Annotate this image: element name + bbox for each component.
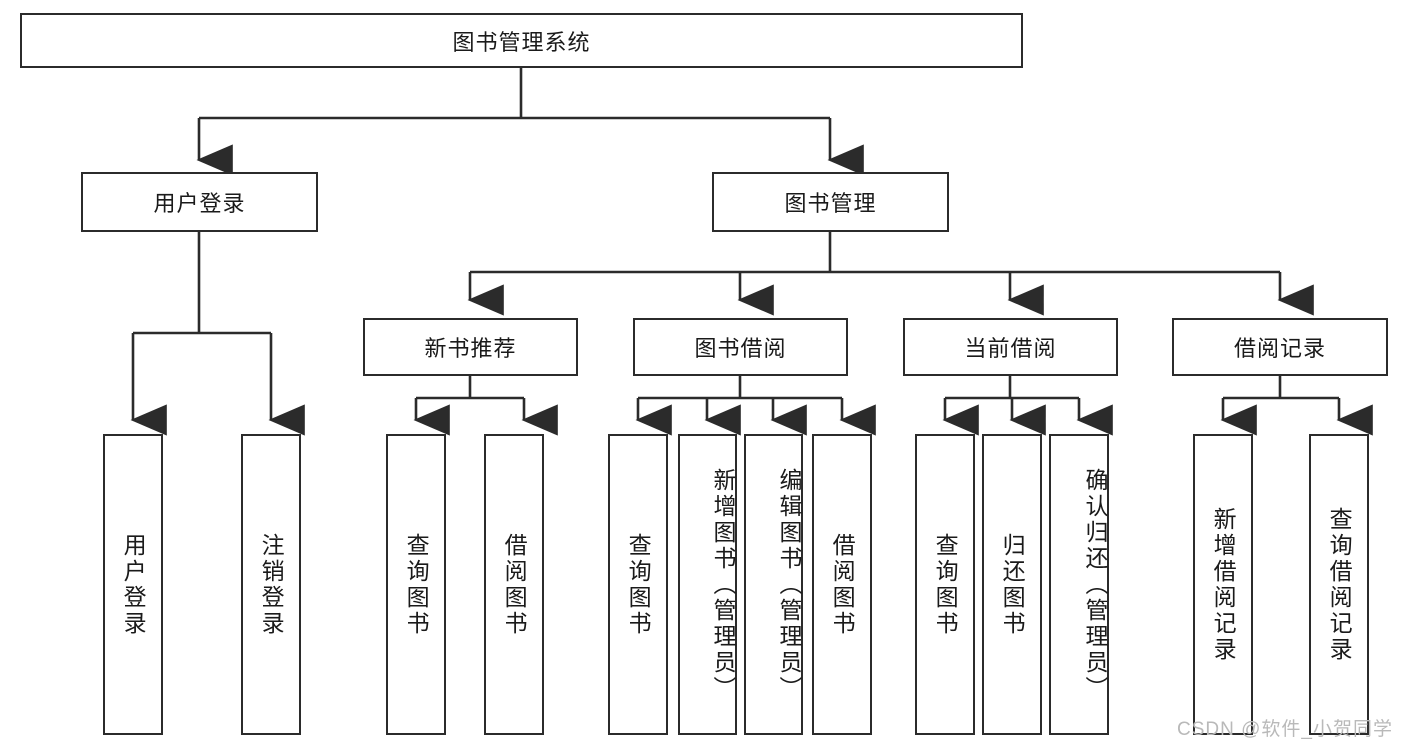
node-book-borrow[interactable]: 图书借阅 [633, 318, 848, 376]
leaf-query-borrow-record-label: 查询借阅记录 [1326, 506, 1353, 663]
leaf-edit-book-admin-label: 编辑图书（管理员） [776, 467, 802, 702]
leaf-logout[interactable]: 注销登录 [241, 434, 301, 735]
node-new-book-recommend[interactable]: 新书推荐 [363, 318, 578, 376]
leaf-logout-label: 注销登录 [258, 532, 285, 637]
node-book-borrow-label: 图书借阅 [694, 336, 787, 361]
leaf-query-book-2-label: 查询图书 [625, 532, 652, 637]
watermark-text: CSDN @软件_小贺同学 [1177, 719, 1393, 740]
leaf-query-book-2[interactable]: 查询图书 [608, 434, 668, 735]
leaf-borrow-book-1[interactable]: 借阅图书 [484, 434, 544, 735]
leaf-confirm-return-admin-label: 确认归还（管理员） [1082, 467, 1108, 702]
leaf-query-book-1-label: 查询图书 [403, 532, 430, 637]
leaf-user-login-label: 用户登录 [120, 532, 147, 637]
node-user-login[interactable]: 用户登录 [81, 172, 318, 232]
leaf-add-borrow-record-label: 新增借阅记录 [1210, 506, 1237, 663]
leaf-return-book-label: 归还图书 [999, 532, 1026, 637]
leaf-borrow-book-1-label: 借阅图书 [501, 532, 528, 637]
node-borrow-record[interactable]: 借阅记录 [1172, 318, 1388, 376]
leaf-add-borrow-record[interactable]: 新增借阅记录 [1193, 434, 1253, 735]
leaf-return-book[interactable]: 归还图书 [982, 434, 1042, 735]
leaf-query-borrow-record[interactable]: 查询借阅记录 [1309, 434, 1369, 735]
leaf-query-book-3[interactable]: 查询图书 [915, 434, 975, 735]
node-book-manage-label: 图书管理 [784, 191, 877, 216]
leaf-add-book-admin-label: 新增图书（管理员） [710, 467, 736, 702]
leaf-add-book-admin[interactable]: 新增图书（管理员） [678, 434, 737, 735]
node-new-book-recommend-label: 新书推荐 [424, 336, 517, 361]
leaf-borrow-book-2[interactable]: 借阅图书 [812, 434, 872, 735]
leaf-query-book-3-label: 查询图书 [932, 532, 959, 637]
node-current-borrow[interactable]: 当前借阅 [903, 318, 1118, 376]
node-root-label: 图书管理系统 [452, 29, 591, 55]
leaf-edit-book-admin[interactable]: 编辑图书（管理员） [744, 434, 803, 735]
leaf-borrow-book-2-label: 借阅图书 [829, 532, 856, 637]
node-book-manage[interactable]: 图书管理 [712, 172, 949, 232]
leaf-user-login[interactable]: 用户登录 [103, 434, 163, 735]
leaf-query-book-1[interactable]: 查询图书 [386, 434, 446, 735]
leaf-confirm-return-admin[interactable]: 确认归还（管理员） [1049, 434, 1109, 735]
node-user-login-label: 用户登录 [153, 191, 246, 216]
node-root[interactable]: 图书管理系统 [20, 13, 1023, 68]
node-current-borrow-label: 当前借阅 [964, 336, 1057, 361]
node-borrow-record-label: 借阅记录 [1233, 336, 1326, 361]
